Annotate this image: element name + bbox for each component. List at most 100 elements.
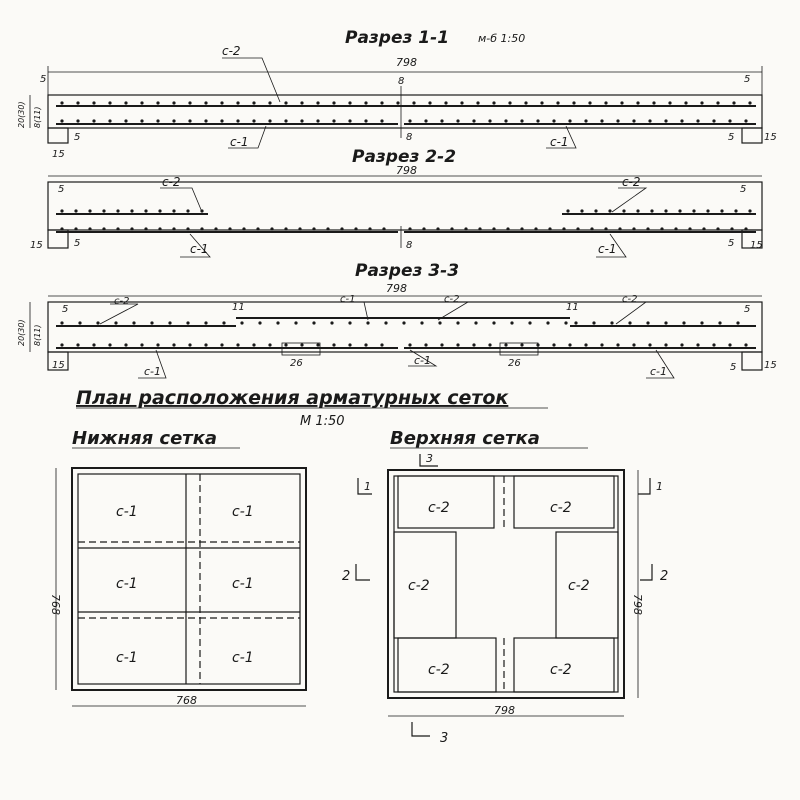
rebar-dot	[700, 101, 704, 105]
rebar-dot	[688, 227, 692, 231]
bottom-mesh-cell-3: с-1	[116, 576, 138, 592]
section-3-length: 798	[386, 282, 407, 295]
rebar-dot	[284, 343, 288, 347]
rebar-dot	[300, 101, 304, 105]
section-2-mesh-top-left: с-2	[162, 175, 181, 189]
bottom-mesh-outline	[71, 467, 307, 691]
rebar-dot	[536, 343, 540, 347]
rebar-dot	[140, 101, 144, 105]
section-2-leader-bot-right	[596, 233, 627, 258]
section-3-cover-left: 5	[62, 304, 68, 315]
rebar-dot	[74, 227, 78, 231]
section-3-lap-left: 11	[232, 302, 245, 313]
cut-3-label: 3	[426, 452, 433, 465]
section-1-cover-top-left: 5	[40, 74, 46, 85]
rebar-dot	[632, 119, 636, 123]
rebar-dot	[300, 119, 304, 123]
rebar-dot	[186, 321, 190, 325]
rebar-dot	[440, 343, 444, 347]
rebar-dot	[632, 227, 636, 231]
rebar-dot	[348, 343, 352, 347]
rebar-dot	[476, 101, 480, 105]
rebar-dot	[214, 227, 218, 231]
rebar-dot	[270, 227, 274, 231]
section-1-thickness-1: 20(30)	[17, 101, 26, 128]
rebar-dot	[92, 119, 96, 123]
rebar-dot	[556, 101, 560, 105]
rebar-dot	[332, 343, 336, 347]
rebar-dot	[674, 227, 678, 231]
section-1-thickness-2: 8(11)	[33, 106, 42, 128]
rebar-dot	[332, 101, 336, 105]
rebar-dot	[618, 227, 622, 231]
section-2-bottom-rebars	[60, 227, 748, 231]
rebar-dot	[60, 101, 64, 105]
rebar-dot	[412, 101, 416, 105]
section-2-support-left: 15	[30, 240, 43, 251]
section-1-support-right: 15	[764, 132, 777, 143]
rebar-dot	[424, 343, 428, 347]
rebar-dot	[348, 321, 352, 325]
rebar-dot	[294, 321, 298, 325]
rebar-dot	[652, 101, 656, 105]
section-1-mesh-top: с-2	[222, 44, 241, 58]
rebar-dot	[608, 209, 612, 213]
section-3-cover-bot-right: 5	[730, 362, 736, 373]
section-3-gap-left: 26	[290, 358, 303, 369]
rebar-dot	[316, 101, 320, 105]
rebar-dot	[668, 101, 672, 105]
rebar-dot	[88, 227, 92, 231]
rebar-dot	[204, 101, 208, 105]
rebar-dot	[576, 227, 580, 231]
bottom-mesh-cell-6: с-1	[232, 650, 254, 666]
rebar-dot	[478, 227, 482, 231]
bottom-mesh-cell-1: с-1	[116, 504, 138, 520]
rebar-dot	[236, 119, 240, 123]
rebar-dot	[258, 321, 262, 325]
rebar-dot	[616, 343, 620, 347]
cut-3-top-marker	[419, 454, 438, 467]
rebar-dot	[228, 227, 232, 231]
section-1-bot-leader-left	[228, 125, 267, 149]
rebar-dot	[474, 321, 478, 325]
bottom-mesh-cell-5: с-1	[116, 650, 138, 666]
rebar-dot	[188, 101, 192, 105]
rebar-dot	[684, 101, 688, 105]
section-1-cover-bot-right: 5	[728, 132, 734, 143]
section-1-top-rebars	[60, 101, 752, 105]
rebar-dot	[354, 227, 358, 231]
section-2-title: Разрез 2-2	[352, 147, 456, 167]
section-2-2: Разрез 2-2 798 8 с-2 с-2 с-1 с-1 5 5 5 5…	[30, 147, 763, 258]
section-1-cover-top-right: 5	[744, 74, 750, 85]
section-1-slab	[47, 94, 763, 129]
rebar-dot	[316, 119, 320, 123]
rebar-dot	[732, 101, 736, 105]
rebar-dot	[520, 227, 524, 231]
cut-2b-label: 2	[660, 569, 668, 584]
rebar-dot	[712, 119, 716, 123]
top-mesh-cell-3: с-2	[408, 578, 430, 594]
bottom-mesh-width: 768	[176, 694, 197, 707]
rebar-dot	[240, 321, 244, 325]
section-1-support-left	[47, 127, 69, 144]
rebar-dot	[702, 227, 706, 231]
rebar-dot	[572, 101, 576, 105]
rebar-dot	[632, 343, 636, 347]
rebar-dot	[116, 227, 120, 231]
section-2-mesh-bottom-left: с-1	[190, 242, 209, 256]
section-3-mesh-bottom-mid: с-1	[414, 354, 431, 367]
rebar-dot	[664, 321, 668, 325]
section-3-title: Разрез 3-3	[355, 261, 459, 281]
rebar-dot	[504, 119, 508, 123]
section-3-mesh-top-a: с-2	[114, 296, 129, 307]
rebar-dot	[492, 101, 496, 105]
rebar-dot	[276, 321, 280, 325]
rebar-dot	[568, 343, 572, 347]
rebar-dot	[408, 227, 412, 231]
rebar-dot	[76, 101, 80, 105]
cut-1-label: 1	[364, 480, 371, 493]
rebar-dot	[648, 119, 652, 123]
rebar-dot	[172, 343, 176, 347]
rebar-dot	[636, 209, 640, 213]
rebar-dot	[88, 209, 92, 213]
